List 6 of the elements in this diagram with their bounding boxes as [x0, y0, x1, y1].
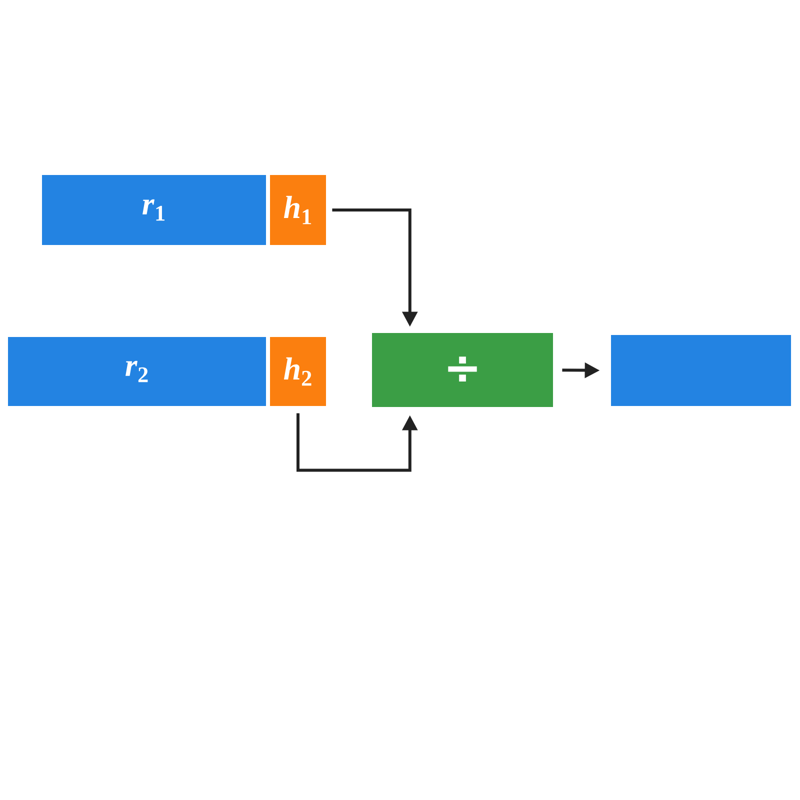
value-box: h$_{1}$: [270, 175, 326, 245]
value-box: r$_{2}$: [8, 337, 266, 406]
value-box: h$_{2}$: [270, 337, 326, 406]
value-box: r$_{1}$: [42, 175, 266, 245]
result-box: [611, 335, 792, 406]
operator-box: ÷: [372, 333, 553, 407]
